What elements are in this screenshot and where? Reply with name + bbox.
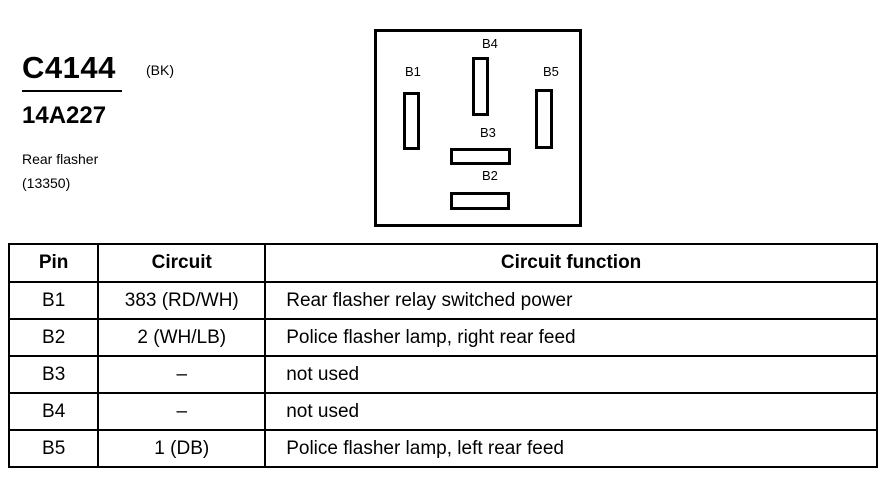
pin-slot-b1 — [403, 92, 420, 150]
pin-label-b1: B1 — [405, 64, 421, 79]
connector-color: (BK) — [146, 62, 174, 78]
connector-id-underline — [22, 90, 122, 92]
cell-pin: B2 — [7, 318, 100, 357]
table-row: B4 – not used — [7, 392, 878, 431]
component-code: (13350) — [22, 175, 71, 191]
cell-circuit: – — [97, 392, 267, 431]
component-name: Rear flasher — [22, 151, 99, 167]
pin-slot-b4 — [472, 57, 489, 116]
pin-label-b3: B3 — [480, 125, 496, 140]
table-row: B5 1 (DB) Police flasher lamp, left rear… — [7, 429, 878, 468]
cell-pin: B4 — [7, 392, 100, 431]
cell-circuit: 2 (WH/LB) — [97, 318, 267, 357]
pin-slot-b3 — [450, 148, 511, 165]
cell-pin: B5 — [7, 429, 100, 468]
header-circuit: Circuit — [97, 243, 267, 283]
header-circuit-function: Circuit function — [264, 243, 878, 283]
cell-circuit-function: not used — [264, 392, 878, 431]
table-header-row: Pin Circuit Circuit function — [7, 243, 878, 283]
pin-label-b2: B2 — [482, 168, 498, 183]
cell-pin: B1 — [7, 281, 100, 320]
table-row: B1 383 (RD/WH) Rear flasher relay switch… — [7, 281, 878, 320]
pinout-table: Pin Circuit Circuit function B1 383 (RD/… — [7, 243, 878, 468]
pin-slot-b5 — [535, 89, 553, 149]
pin-label-b4: B4 — [482, 36, 498, 51]
connector-face-diagram: B1 B4 B5 B3 B2 — [374, 29, 582, 227]
connector-id: C4144 — [22, 50, 116, 85]
header-pin: Pin — [7, 243, 100, 283]
cell-circuit-function: not used — [264, 355, 878, 394]
cell-pin: B3 — [7, 355, 100, 394]
part-number: 14A227 — [22, 102, 107, 129]
pin-label-b5: B5 — [543, 64, 559, 79]
cell-circuit: – — [97, 355, 267, 394]
cell-circuit-function: Rear flasher relay switched power — [264, 281, 878, 320]
table-row: B3 – not used — [7, 355, 878, 394]
cell-circuit-function: Police flasher lamp, right rear feed — [264, 318, 878, 357]
cell-circuit-function: Police flasher lamp, left rear feed — [264, 429, 878, 468]
cell-circuit: 1 (DB) — [97, 429, 267, 468]
table-row: B2 2 (WH/LB) Police flasher lamp, right … — [7, 318, 878, 357]
pin-slot-b2 — [450, 192, 510, 210]
cell-circuit: 383 (RD/WH) — [97, 281, 267, 320]
